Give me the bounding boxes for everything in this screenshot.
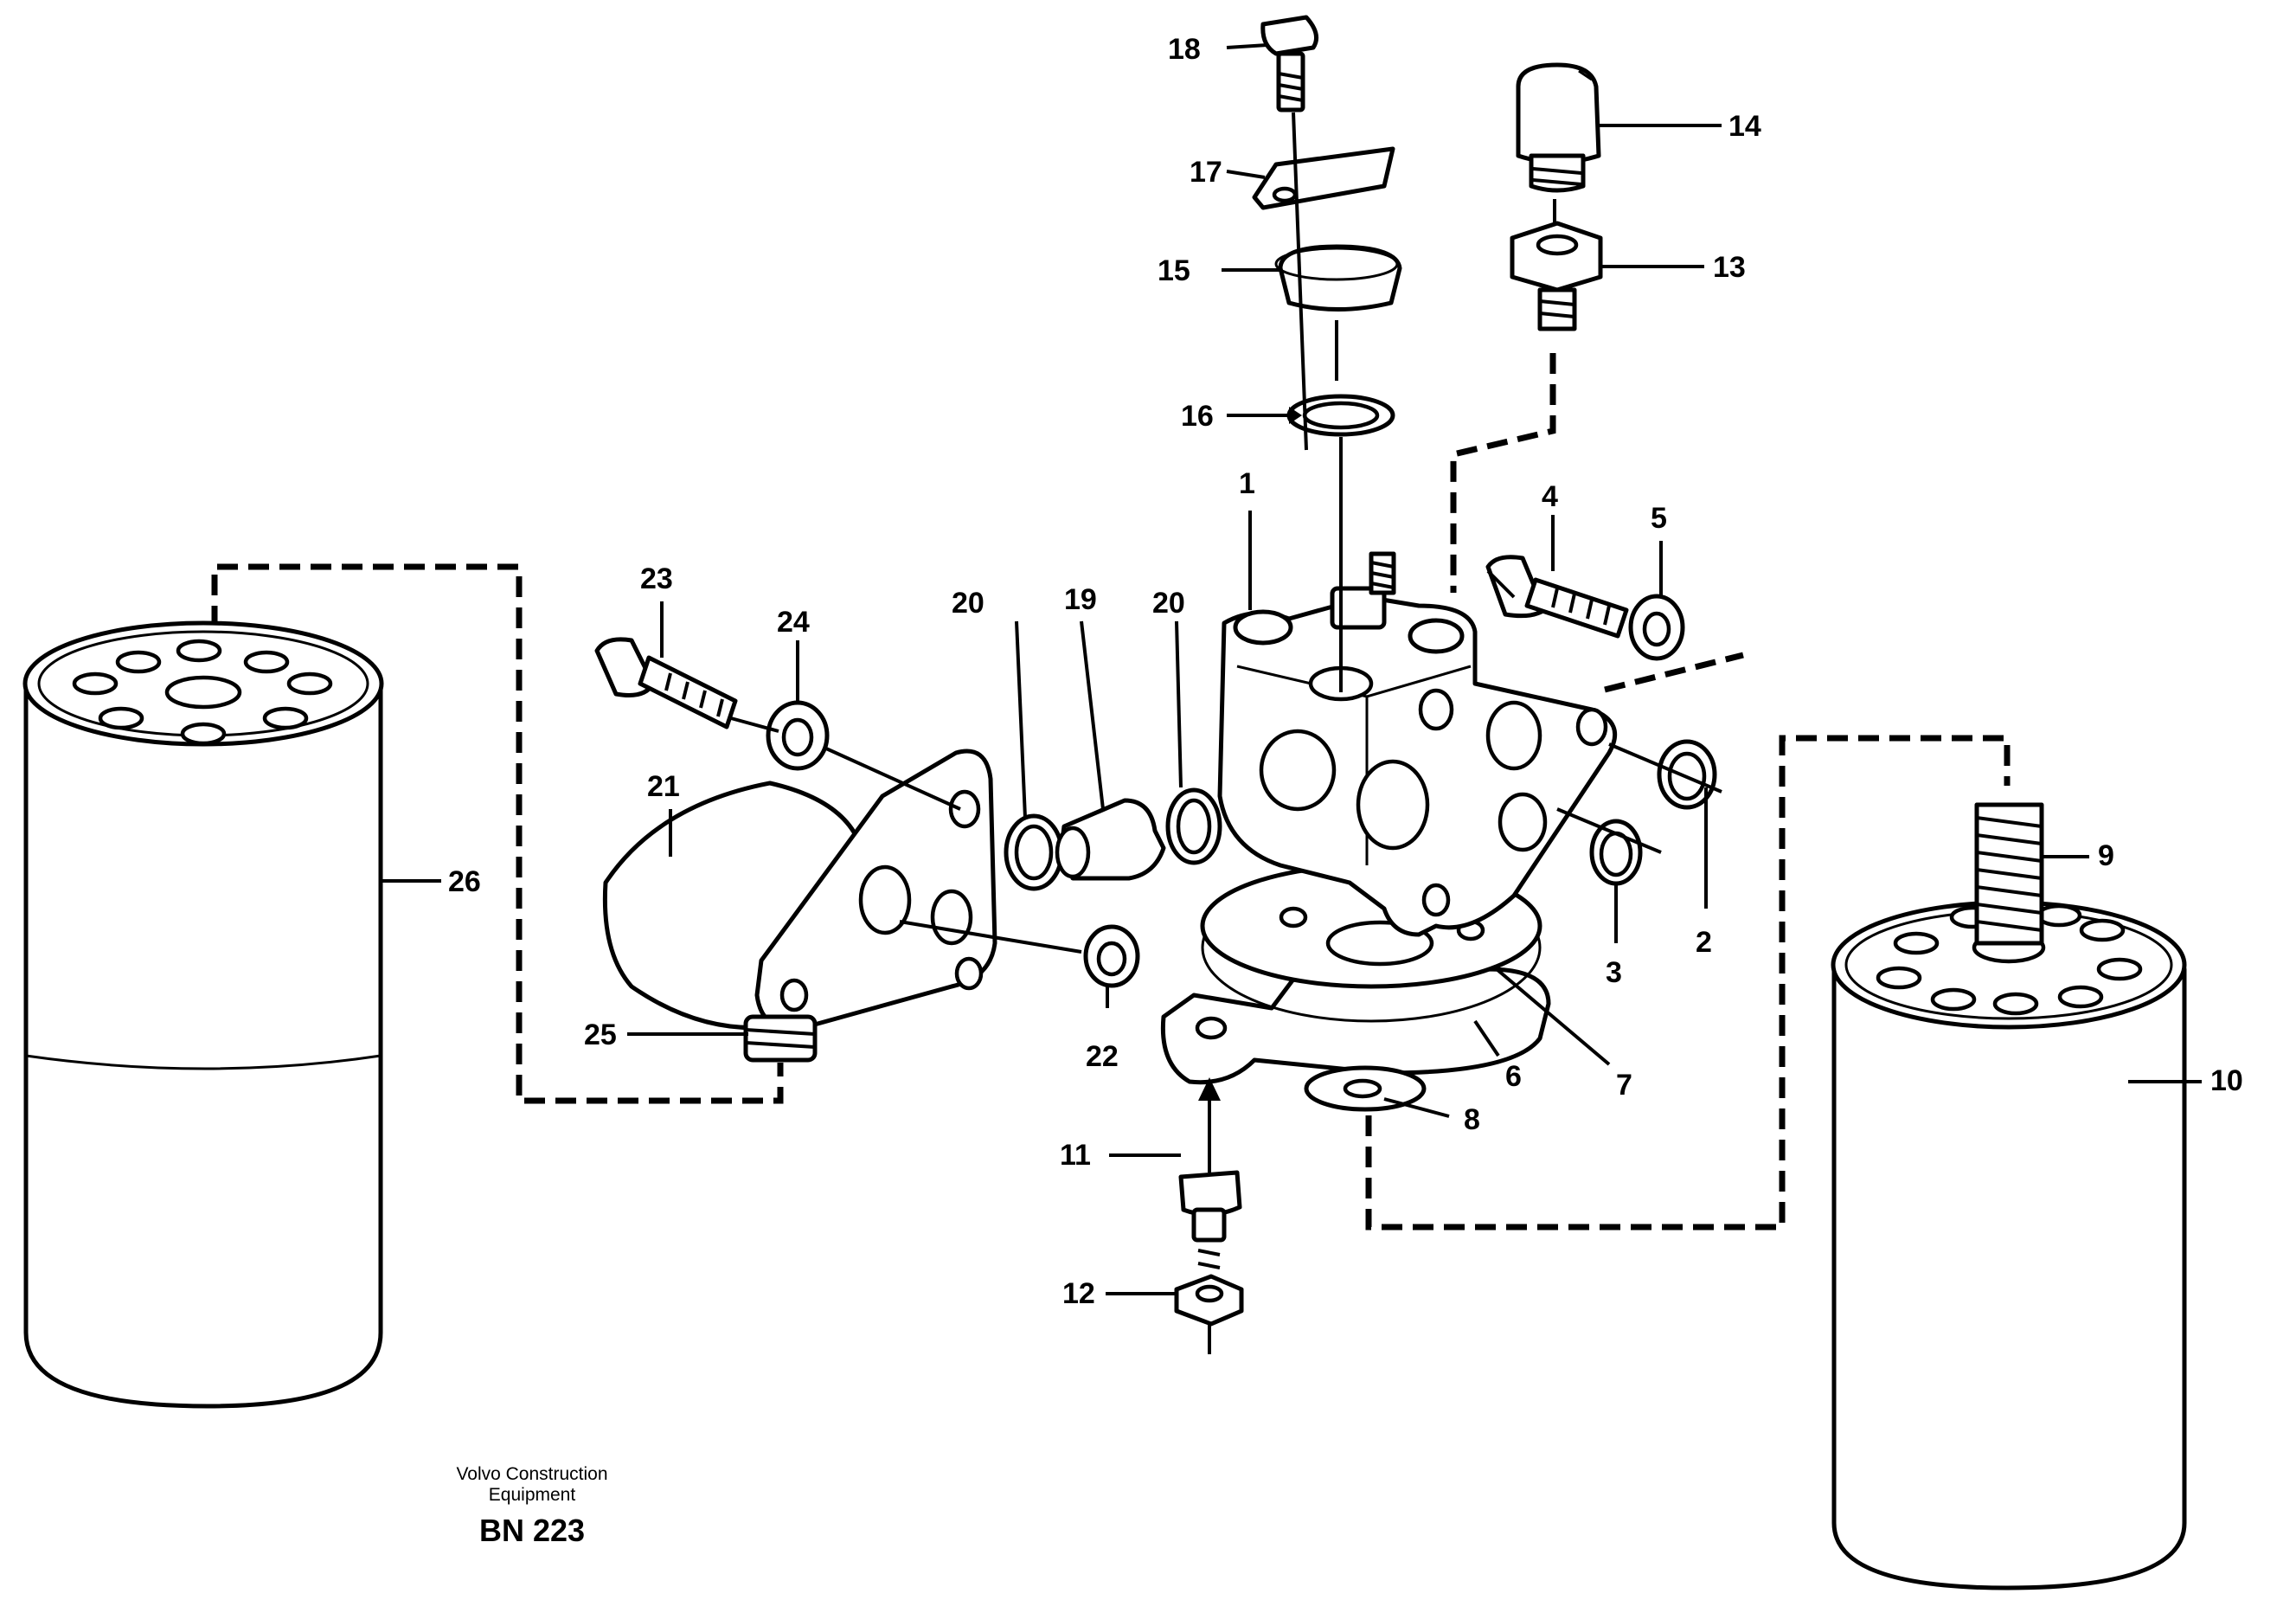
callout-26: 26 [448,865,481,898]
washer-8 [1304,1065,1427,1112]
callout-4: 4 [1542,480,1558,513]
credit-line-2: Equipment [488,1485,576,1505]
pressure-sensor [1516,62,1601,193]
callout-5: 5 [1651,502,1667,535]
callout-10: 10 [2210,1064,2243,1097]
callout-8: 8 [1464,1103,1480,1136]
o-ring-20-right [1165,787,1222,865]
callout-13: 13 [1713,251,1746,284]
callout-23: 23 [640,562,673,595]
callout-17: 17 [1190,156,1222,189]
callout-3: 3 [1606,956,1622,989]
callout-20-right: 20 [1152,587,1185,620]
callout-6: 6 [1505,1060,1522,1093]
sealing-ring [1286,394,1395,437]
top-cap [1274,244,1402,312]
callout-labels: 1 2 3 4 5 6 7 8 9 10 11 12 13 14 15 16 1… [448,33,2243,1310]
washer-5 [1628,594,1685,661]
drain-plug [743,1014,818,1063]
publisher-credit: Volvo Construction Equipment BN 223 [424,1464,640,1549]
callout-18: 18 [1168,33,1201,66]
callout-25: 25 [584,1018,617,1051]
filter-cartridge-left [22,620,384,1409]
washer-24 [766,700,830,771]
bolt-right [1485,555,1629,639]
callout-14: 14 [1728,110,1761,143]
callout-12: 12 [1062,1277,1095,1310]
top-screw [1260,15,1319,112]
filter-head [1217,551,1618,937]
sensor-adapter [1510,221,1603,331]
sleeve-19 [1055,798,1166,881]
callout-1: 1 [1239,467,1255,500]
threaded-nipple [1974,802,2044,946]
washer-22 [1083,924,1140,988]
credit-line-1: Volvo Construction [456,1464,608,1484]
leader-lines [381,43,2202,1295]
o-ring-3 [1589,819,1643,886]
callout-7: 7 [1616,1069,1632,1102]
o-ring-2 [1657,739,1717,810]
callout-24: 24 [777,606,810,639]
bolt-left [594,637,738,729]
callout-15: 15 [1158,254,1190,287]
callout-19: 19 [1064,583,1097,616]
figure-code: BN 223 [478,1513,586,1548]
lock-nut [1174,1274,1244,1354]
filter-cartridge-right [1831,900,2187,1590]
callout-20-left: 20 [952,587,984,620]
bleed-screw [1178,1077,1242,1269]
assembly-guides [730,112,1722,954]
dashed-routing-lines [211,353,2011,1231]
o-ring-20-left [1004,813,1064,891]
callout-22: 22 [1086,1040,1119,1073]
callout-11: 11 [1060,1139,1091,1172]
clamp-bracket [1252,146,1395,210]
callout-16: 16 [1181,400,1214,433]
callout-21: 21 [647,770,680,803]
callout-2: 2 [1696,926,1712,959]
callout-9: 9 [2098,839,2114,872]
